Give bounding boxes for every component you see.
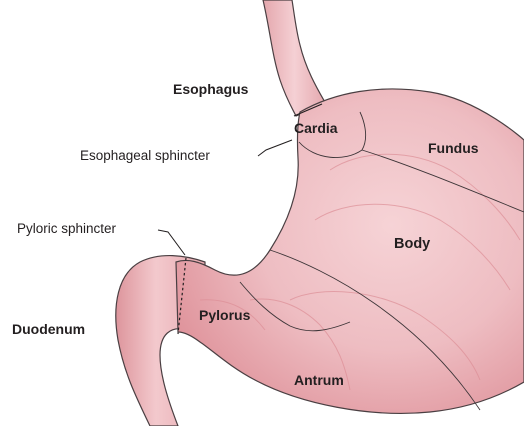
label-pyloric-sphincter: Pyloric sphincter bbox=[17, 222, 116, 236]
label-duodenum: Duodenum bbox=[12, 322, 85, 336]
label-body: Body bbox=[394, 237, 430, 252]
label-esophageal-sphincter: Esophageal sphincter bbox=[80, 149, 210, 163]
label-antrum: Antrum bbox=[294, 373, 344, 387]
label-pylorus: Pylorus bbox=[199, 308, 250, 322]
label-cardia: Cardia bbox=[294, 121, 338, 135]
esophagus-tube bbox=[263, 0, 326, 116]
label-esophagus: Esophagus bbox=[173, 82, 248, 96]
label-fundus: Fundus bbox=[428, 141, 479, 155]
